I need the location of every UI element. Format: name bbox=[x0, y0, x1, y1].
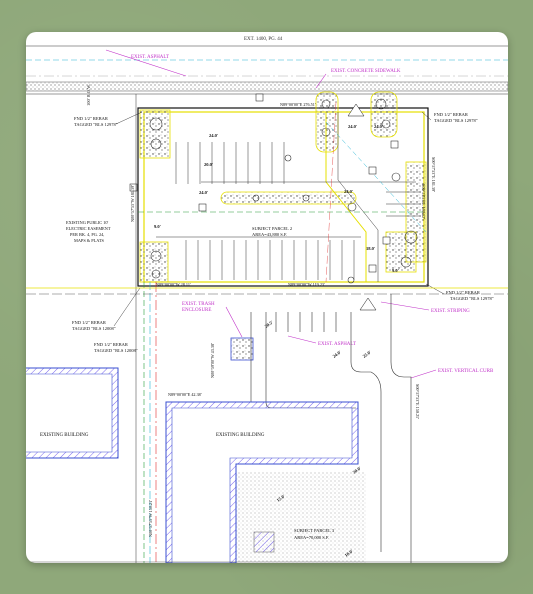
dim-8: 9.0' bbox=[154, 224, 161, 229]
bearing-left: N00°57'53"W 181.39' bbox=[130, 185, 135, 222]
callout-vertical-curb: EXIST. VERTICAL CURB bbox=[438, 369, 494, 374]
rebar-mr-1: FND 1/2" REBAR bbox=[446, 290, 480, 295]
bearing-east-long: S00°57'53"E 150.21' bbox=[415, 384, 420, 419]
leader-asphalt-top bbox=[105, 49, 187, 77]
bearing-west-long: N00°57'53"W 150.21' bbox=[148, 500, 153, 537]
leader-sidewalk bbox=[315, 73, 327, 89]
parcel-3-name: SUBJECT PARCEL 3 bbox=[294, 528, 335, 533]
leader-asphalt-mid bbox=[287, 335, 317, 344]
dim-12: 25.0' bbox=[362, 349, 372, 358]
dim-9: 9.0' bbox=[392, 268, 399, 273]
existing-building-center: EXISTING BUILDING bbox=[165, 401, 359, 563]
easement-l3: PER BK. 4, PG. 24, bbox=[70, 232, 104, 238]
dim-13: 30.0' bbox=[352, 465, 362, 474]
dim-11: 24.0' bbox=[332, 349, 342, 358]
rebar-ml-1: FND 1/2" REBAR bbox=[72, 320, 106, 325]
sidewalk-strip bbox=[26, 81, 508, 92]
existing-building-left: EXISTING BUILDING bbox=[26, 367, 119, 459]
rebar-ml-2: TAGGED "RLS 12008" bbox=[72, 326, 116, 331]
dim-6: 24.0' bbox=[344, 189, 353, 194]
row-label: 100' R.O.W. bbox=[86, 84, 91, 106]
dim-10: 20.5' bbox=[264, 319, 274, 328]
top-note: EXT. 1400, PG. 44 bbox=[244, 37, 283, 42]
callout-asphalt-top: EXIST. ASPHALT bbox=[131, 55, 169, 60]
bearing-bottom-right: N89°00'00"W 119.23' bbox=[288, 282, 325, 287]
rebar-mr-2: TAGGED "RLS 12978" bbox=[450, 296, 494, 301]
easement-l4: MAPS & PLATS bbox=[74, 238, 104, 243]
rebar-tr-1: FND 1/2" REBAR bbox=[434, 112, 468, 117]
trash-enclosure bbox=[230, 337, 254, 361]
rebar-tl-1: FND 1/2" REBAR bbox=[74, 116, 108, 121]
bearing-center-left: N89°00'00"E 42.38' bbox=[168, 392, 202, 397]
callout-trash-1: EXIST. TRASH bbox=[182, 302, 215, 307]
bearing-right: S00°57'53"E 181.39' bbox=[431, 157, 436, 192]
parcel-2-name: SUBJECT PARCEL 2 bbox=[252, 226, 292, 231]
svg-text:EXISTING BUILDING: EXISTING BUILDING bbox=[40, 433, 89, 438]
dim-5: 24.0' bbox=[374, 124, 383, 129]
callout-striping: EXIST. STRIPING bbox=[431, 309, 470, 314]
leader-trash bbox=[225, 306, 243, 338]
dim-7: 18.0' bbox=[366, 246, 375, 251]
callout-asphalt-mid: EXIST. ASPHALT bbox=[318, 342, 356, 347]
easement-l2: ELECTRIC EASEMENT bbox=[66, 226, 111, 231]
drawing-sheet: EXT. 1400, PG. 44 100' R.O.W. EXIST. ASP… bbox=[26, 32, 508, 563]
rebar-tl-2: TAGGED "RLS 12978" bbox=[74, 122, 118, 127]
leader-vertical-curb bbox=[410, 369, 437, 379]
subject-parcel-2: 24.0' 20.0' 24.0' 24.0' 24.0' 24.0' 18.0… bbox=[129, 91, 429, 311]
dim-2: 20.0' bbox=[204, 162, 213, 167]
bearing-top: N89°00'00"E 276.51' bbox=[280, 102, 316, 107]
callout-concrete-sidewalk: EXIST. CONCRETE SIDEWALK bbox=[331, 69, 401, 74]
rebar-ll-2: TAGGED "RLS 12008" bbox=[94, 348, 138, 353]
dim-4: 24.0' bbox=[348, 124, 357, 129]
parcel-3-marker bbox=[253, 531, 275, 553]
bearing-bottom: N89°00'00"W 28.11' bbox=[156, 282, 191, 287]
callout-trash-2: ENCLOSURE bbox=[182, 308, 211, 313]
lower-drive-aisles bbox=[250, 294, 412, 563]
parcel-3-area: AREA=70,000 S.F. bbox=[294, 535, 329, 541]
dim-3: 24.0' bbox=[199, 190, 208, 195]
bearing-east-low: S00°57'53"E 190.32' bbox=[421, 184, 426, 219]
bearing-west-vertical: N00°59'00"W 43.38' bbox=[210, 343, 215, 378]
parcel-2-area: AREA=43,880 S.F. bbox=[252, 232, 287, 238]
rebar-ll-1: FND 1/2" REBAR bbox=[94, 342, 128, 347]
svg-text:EXISTING BUILDING: EXISTING BUILDING bbox=[216, 433, 265, 438]
dim-1: 24.0' bbox=[209, 133, 218, 138]
site-plan-drawing: EXT. 1400, PG. 44 100' R.O.W. EXIST. ASP… bbox=[26, 37, 508, 563]
easement-l1: EXISTING PUBLIC 10' bbox=[66, 220, 109, 225]
rebar-tr-2: TAGGED "RLS 12978" bbox=[434, 118, 478, 123]
leader-striping bbox=[380, 301, 430, 311]
